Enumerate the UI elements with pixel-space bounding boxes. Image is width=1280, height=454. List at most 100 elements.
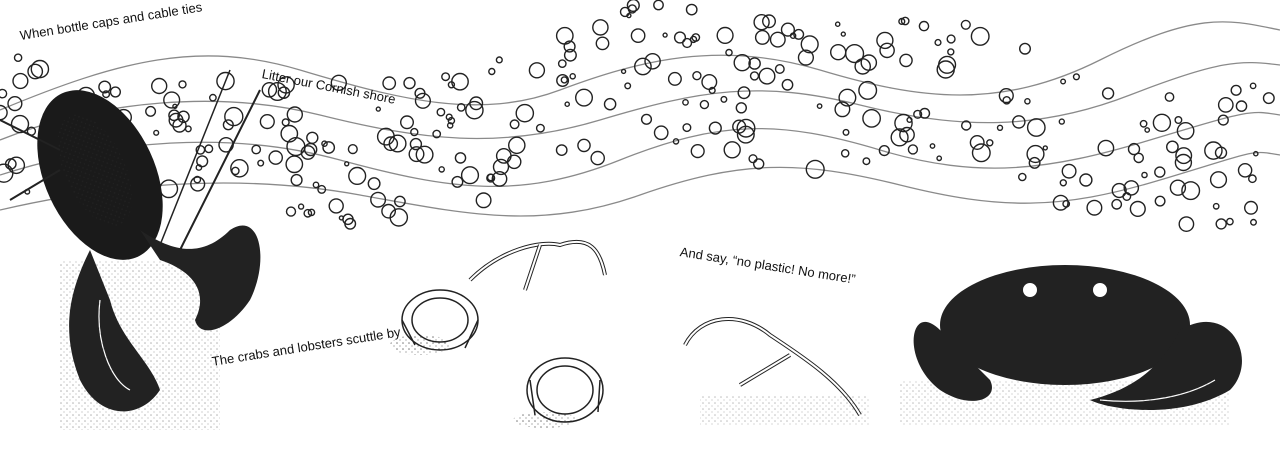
bubble bbox=[682, 99, 689, 106]
bubble bbox=[1018, 172, 1027, 182]
bubble bbox=[1026, 118, 1046, 137]
bubble bbox=[934, 38, 942, 47]
bubble bbox=[1214, 146, 1228, 159]
bubble bbox=[840, 31, 846, 37]
bubble bbox=[306, 131, 319, 145]
bubble bbox=[330, 74, 347, 92]
bubble bbox=[1012, 115, 1026, 129]
bubble bbox=[1024, 98, 1031, 105]
bubble bbox=[937, 55, 957, 74]
bubble bbox=[451, 175, 464, 188]
bubble bbox=[1062, 199, 1071, 208]
bubble bbox=[495, 56, 503, 64]
bubble bbox=[193, 175, 202, 184]
bubble bbox=[907, 144, 919, 155]
bubble bbox=[736, 118, 756, 138]
bubble bbox=[445, 113, 453, 121]
bubble bbox=[251, 144, 262, 155]
bubble bbox=[1123, 180, 1140, 196]
bubble bbox=[163, 91, 181, 109]
bubble bbox=[667, 71, 682, 86]
bubble bbox=[286, 137, 306, 157]
bubble bbox=[1111, 198, 1123, 210]
bubble bbox=[754, 29, 770, 45]
bubble bbox=[780, 22, 796, 37]
bubble bbox=[168, 112, 184, 128]
bubble bbox=[475, 192, 492, 209]
bubble bbox=[495, 147, 512, 164]
bubble bbox=[507, 136, 526, 155]
bubble bbox=[261, 82, 278, 98]
bottle-cap-illustration-2 bbox=[513, 357, 604, 428]
bubble bbox=[159, 179, 179, 199]
bubble bbox=[321, 140, 328, 147]
bubble bbox=[563, 48, 577, 62]
bubble bbox=[1217, 114, 1229, 126]
bubble bbox=[1122, 191, 1132, 201]
bubble bbox=[1101, 87, 1115, 100]
bubble bbox=[222, 119, 234, 131]
bubble bbox=[708, 121, 722, 135]
bubble bbox=[862, 157, 871, 166]
bubble bbox=[898, 17, 906, 26]
bubble bbox=[592, 19, 609, 36]
bubble bbox=[653, 0, 664, 11]
bubble bbox=[595, 36, 610, 51]
bubble bbox=[1166, 140, 1179, 154]
bubble bbox=[737, 86, 751, 100]
bubble bbox=[781, 78, 794, 91]
bubble bbox=[454, 152, 467, 164]
bubble bbox=[1262, 92, 1275, 105]
bubble bbox=[1169, 179, 1187, 196]
bubble bbox=[800, 35, 819, 54]
bubble bbox=[1175, 147, 1193, 165]
bubble bbox=[388, 134, 407, 153]
bubble bbox=[624, 82, 632, 90]
bubble bbox=[736, 125, 755, 144]
bubble bbox=[1133, 152, 1144, 164]
bubble bbox=[1061, 163, 1077, 179]
bubble bbox=[860, 54, 878, 71]
bubble bbox=[438, 166, 446, 173]
bubble bbox=[834, 101, 851, 118]
bubble bbox=[441, 72, 451, 82]
bubble bbox=[1127, 142, 1141, 156]
bubble bbox=[410, 127, 419, 137]
bubble bbox=[1139, 119, 1148, 128]
bubble bbox=[0, 88, 8, 99]
bubble bbox=[98, 80, 112, 94]
bubble bbox=[834, 21, 841, 28]
bubble bbox=[969, 134, 985, 150]
bubble bbox=[685, 3, 698, 16]
bubble bbox=[774, 63, 785, 74]
crab-illustration bbox=[900, 265, 1242, 425]
bubble bbox=[30, 59, 50, 79]
bubble bbox=[1174, 153, 1193, 172]
bubble bbox=[277, 76, 295, 94]
bubble bbox=[290, 173, 303, 187]
bubble bbox=[556, 73, 570, 87]
bubble bbox=[906, 116, 913, 124]
bubble bbox=[381, 203, 396, 219]
bubble bbox=[1174, 115, 1183, 124]
bubble bbox=[797, 49, 815, 66]
bubble bbox=[1129, 200, 1146, 218]
bubble bbox=[1072, 73, 1081, 81]
bubble bbox=[178, 80, 187, 89]
bubble bbox=[432, 129, 442, 139]
bubble bbox=[720, 95, 728, 103]
bubble bbox=[451, 72, 469, 91]
bubble bbox=[460, 166, 480, 185]
bubble bbox=[1097, 139, 1115, 157]
bubble bbox=[344, 161, 350, 167]
bubble bbox=[701, 73, 718, 90]
bubble bbox=[403, 76, 416, 90]
bubble bbox=[626, 0, 640, 12]
cable-tie-illustration-2 bbox=[683, 317, 870, 425]
bubble bbox=[1178, 216, 1195, 233]
bubble bbox=[367, 177, 381, 191]
bubble bbox=[10, 114, 30, 134]
bubble bbox=[322, 141, 336, 154]
lobster-illustration bbox=[0, 69, 261, 430]
bubble bbox=[109, 86, 122, 98]
